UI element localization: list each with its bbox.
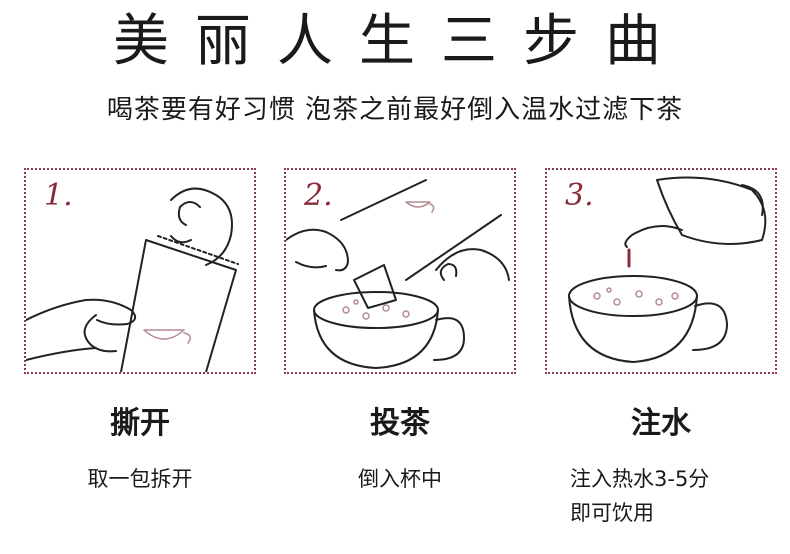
step-3-title: 注水 xyxy=(631,406,691,441)
kettle-pouring-into-cup-illustration xyxy=(568,176,767,363)
step-2-desc: 倒入杯中 xyxy=(358,467,442,491)
step-1-title: 撕开 xyxy=(110,406,170,441)
step-2-title: 投茶 xyxy=(370,406,430,441)
step-number: 1. xyxy=(44,178,73,213)
step-3-desc-line1: 注入热水3-5分 xyxy=(570,467,710,491)
step-1-desc: 取一包拆开 xyxy=(87,467,193,491)
step-3-desc: 注入热水3-5分 即可饮用 xyxy=(570,462,770,530)
page-subtitle: 喝茶要有好习惯 泡茶之前最好倒入温水过滤下茶 xyxy=(106,95,684,125)
hand-tearing-packet-illustration xyxy=(26,187,239,372)
step-1-panel: 1. xyxy=(24,168,256,374)
hand-dropping-bag-in-cup-illustration xyxy=(286,179,510,369)
step-3-desc-line2: 即可饮用 xyxy=(570,501,654,525)
step-3-panel: 3. xyxy=(545,168,777,374)
step-2-panel: 2. xyxy=(284,168,516,374)
page-title: 美丽人生三步曲 xyxy=(113,9,687,74)
step-number: 2. xyxy=(304,178,333,213)
step-number: 3. xyxy=(565,178,594,213)
